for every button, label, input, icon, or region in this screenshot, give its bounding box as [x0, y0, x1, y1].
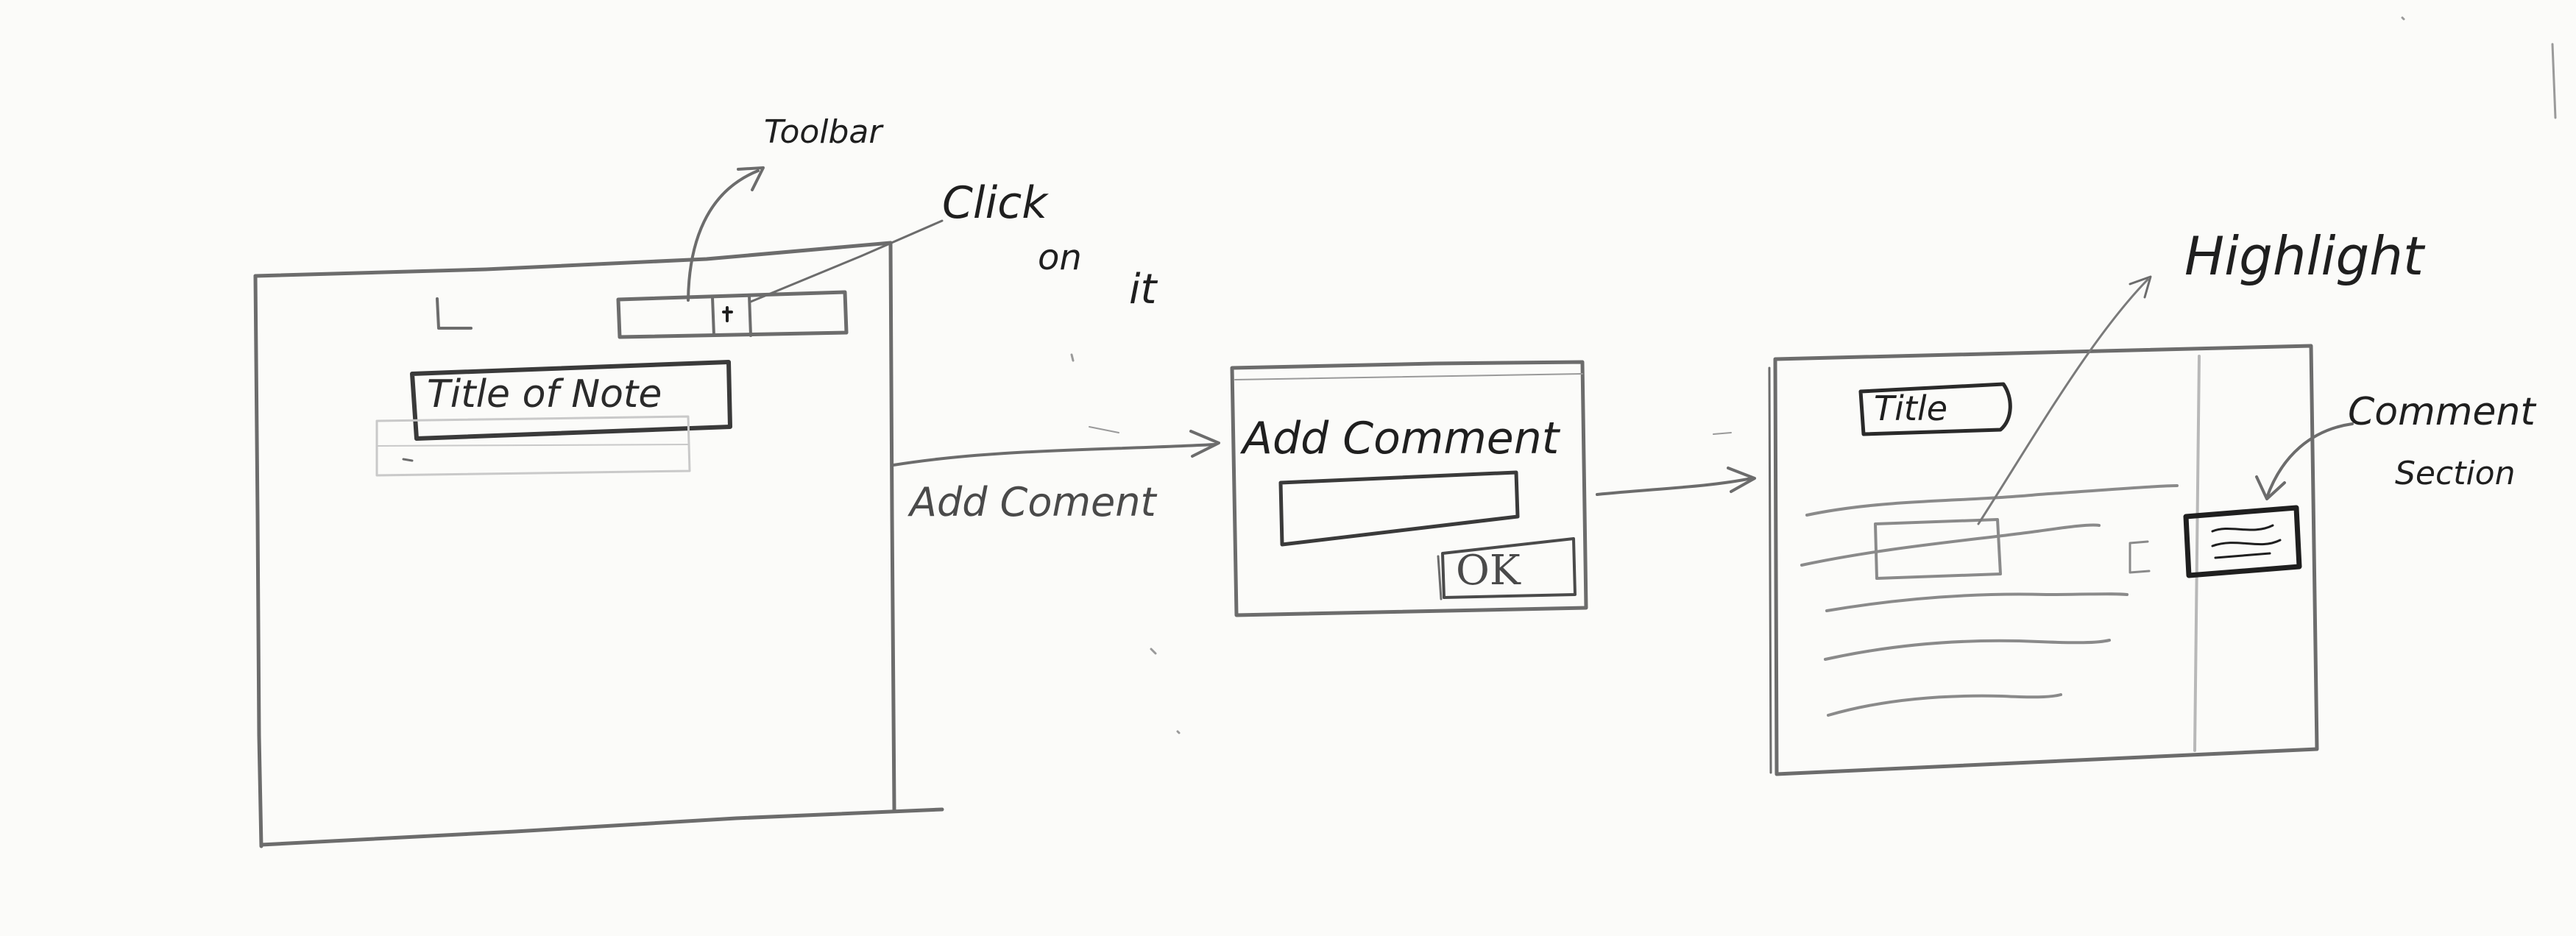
highlight-pointer-arrow — [1977, 275, 2152, 525]
section-label: Section — [2395, 455, 2516, 492]
comment-section-divider — [2193, 355, 2201, 752]
title-of-note-box — [410, 360, 732, 441]
title-box — [1858, 382, 2012, 436]
note-screen-frame — [253, 241, 944, 848]
ok-button-box — [1437, 537, 1577, 600]
faint-text-lines — [375, 415, 691, 477]
toolbar-label: Toolbar — [764, 113, 882, 151]
highlight-label: Highlight — [2184, 225, 2424, 287]
it-label: it — [1129, 266, 1157, 313]
comment-section-pointer-arrow — [2255, 422, 2354, 500]
toolbar-box — [616, 290, 849, 339]
comment-anchor-mark — [2129, 540, 2151, 574]
add-comment-arrow-label: Add Coment — [910, 479, 1156, 525]
highlight-box — [1874, 518, 2002, 580]
comment-input-box — [1278, 470, 1520, 547]
add-comment-tool-icon — [722, 306, 733, 322]
add-comment-dialog-title: Add Comment — [1242, 413, 1560, 464]
comment-card — [2183, 505, 2302, 578]
stray-marks — [1070, 16, 2557, 734]
add-comment-arrow — [892, 426, 1220, 467]
add-comment-dialog-frame — [1230, 360, 1588, 617]
click-pointer-line — [749, 219, 944, 303]
cursor-mark — [436, 297, 473, 330]
ok-button-text: OK — [1456, 547, 1521, 595]
title-of-note-text: Title of Note — [427, 372, 662, 416]
on-label: on — [1038, 237, 1082, 278]
toolbar-pointer-arrow — [687, 166, 765, 302]
comment-label: Comment — [2348, 390, 2536, 434]
to-result-arrow — [1596, 432, 1756, 496]
text-lines — [1800, 484, 2179, 717]
click-label: Click — [942, 177, 1047, 229]
result-screen-frame — [1768, 344, 2319, 776]
title-text: Title — [1874, 389, 1947, 428]
